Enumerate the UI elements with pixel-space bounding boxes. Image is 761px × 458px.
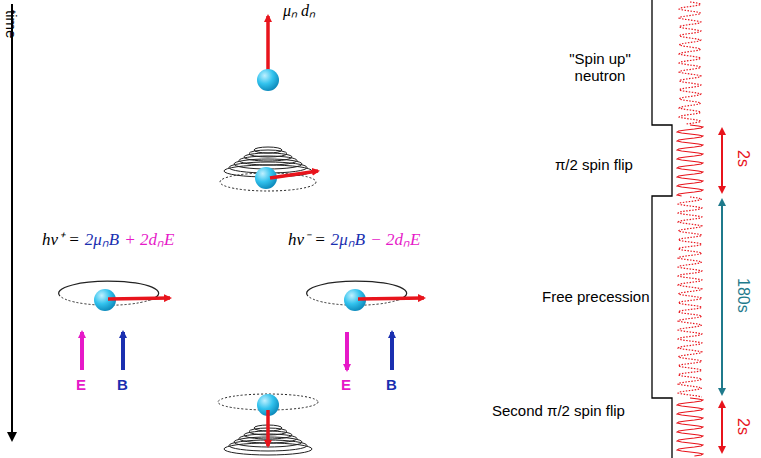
equation-part: hν⁺ = [42,230,80,250]
field-label: E [76,376,86,393]
stage-label: Second π/2 spin flip [492,402,625,419]
precession-signal [679,2,701,124]
equation-part: 2μₙB [331,230,365,250]
duration-label: 180s [734,278,752,313]
field-label: E [341,376,351,393]
spiral-path [239,156,297,165]
stage-label: π/2 spin flip [555,156,633,173]
equation-part: 2μₙB [85,230,119,250]
equation-part: − 2dₙE [370,230,420,250]
field-label: B [117,376,128,393]
stage-label: Free precession [542,288,650,305]
precession-signal [677,398,703,456]
stage-label: "Spin up" neutron [560,50,640,85]
equation-part: + 2dₙE [124,230,174,250]
duration-label: 2s [734,150,752,167]
duration-label: 2s [734,418,752,435]
equation-part: hν⁻ = [288,230,326,250]
moment-label: μₙ dₙ [283,2,315,20]
axis-label: time [3,10,20,38]
field-label: B [386,376,397,393]
precession-signal [677,125,703,196]
precession-signal [678,197,702,397]
